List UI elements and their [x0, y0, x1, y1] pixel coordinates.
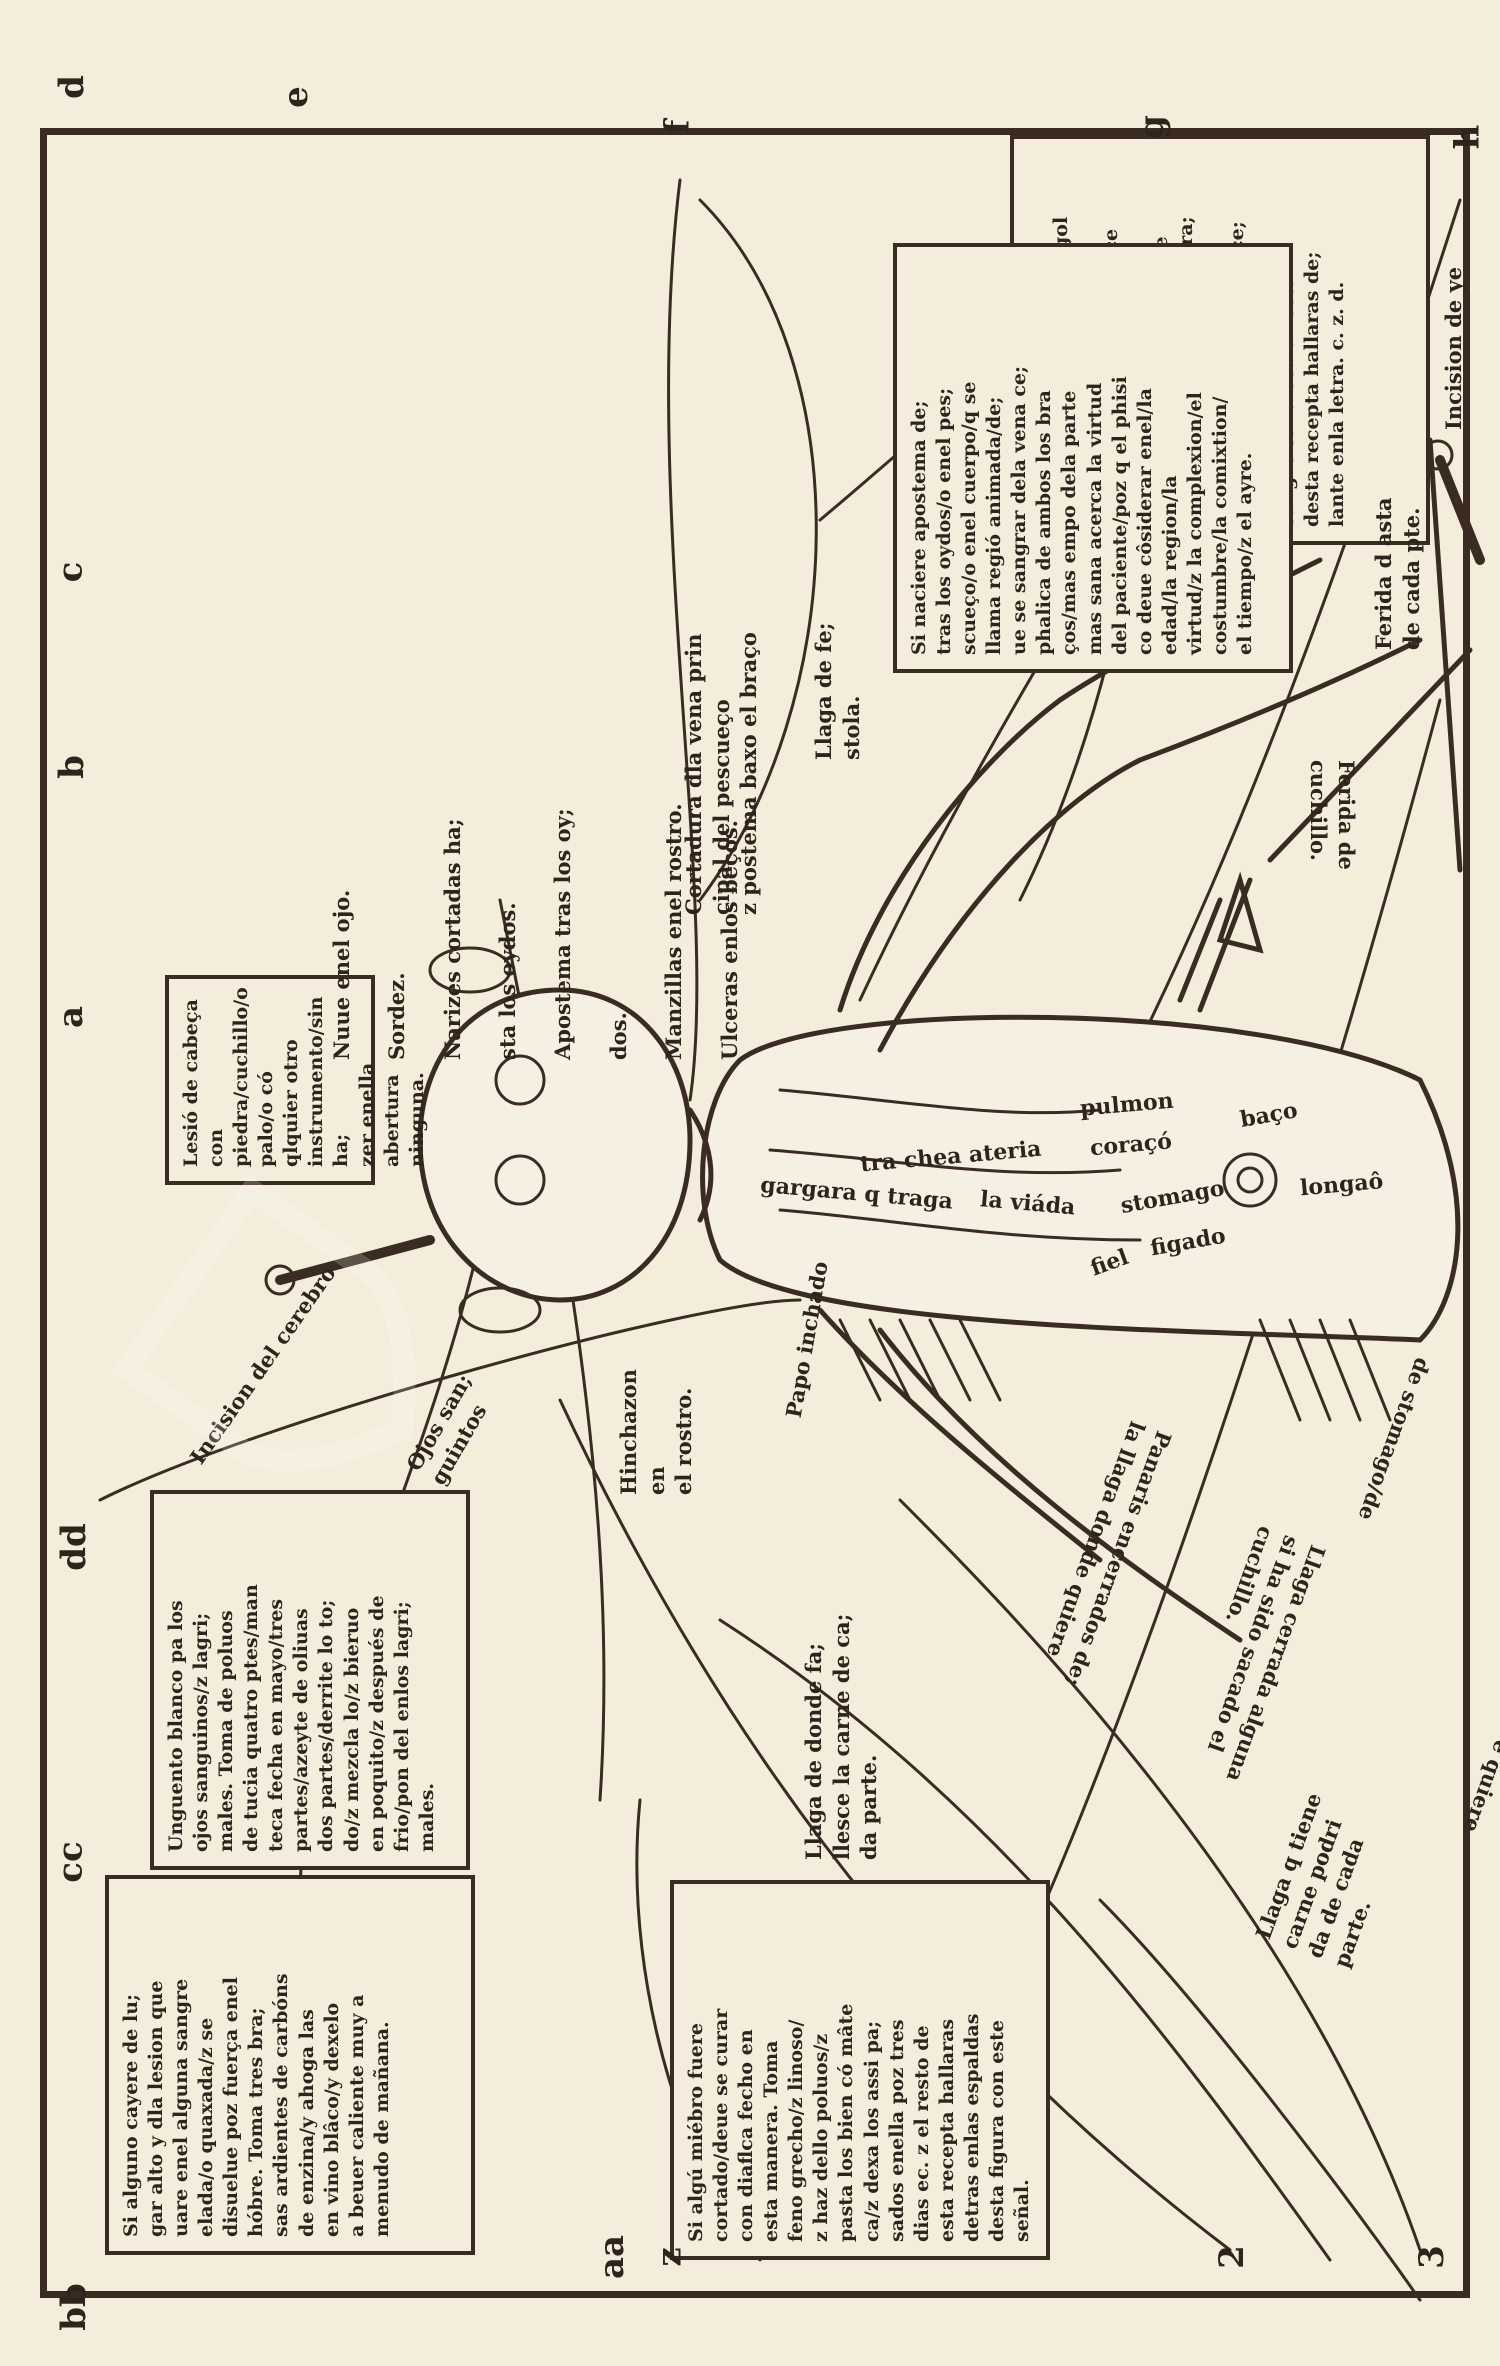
ref-letter-f: f	[657, 119, 698, 135]
ear	[428, 946, 512, 994]
text-box-caida: Si alguno cayere de lu; gar alto y dla l…	[105, 1875, 475, 2255]
ref-letter-g: g	[1131, 115, 1172, 139]
ailment-narizes-2: sta los oydos.	[495, 902, 521, 1060]
guide-line	[698, 198, 818, 902]
ref-letter-b: b	[51, 755, 92, 779]
label-herida-asta: Ferida d asta de cada pte.	[1371, 497, 1424, 651]
ref-letter-z: z	[649, 2247, 690, 2267]
page-border	[40, 128, 1470, 2298]
text-box-unguento: Unguento blanco pa los ojos sanguinos/z …	[150, 1490, 470, 1870]
guide-line	[558, 1398, 1232, 2252]
ref-letter-dd: dd	[53, 1523, 94, 1571]
ailment-narizes: Narizes cortadas ha;	[439, 818, 465, 1060]
label-incision-de: Incision de ye	[1441, 266, 1466, 430]
knife	[1216, 871, 1264, 954]
left-arm-lower	[877, 637, 1423, 1053]
lance	[1427, 437, 1463, 873]
dagger	[1177, 877, 1253, 1013]
ref-letter-h: h	[1447, 124, 1488, 150]
ailment-apostema-2: dos.	[605, 1012, 631, 1060]
label-face-ailments: Nuue enel ojo. Sordez. Narizes cortadas …	[300, 700, 742, 1060]
guide-line	[1098, 1898, 1422, 2302]
hatch	[838, 1318, 1002, 1402]
sword	[1267, 647, 1473, 863]
ref-letter-c: c	[50, 561, 91, 583]
ref-letter-cc: cc	[50, 1841, 91, 1883]
neck	[687, 1107, 714, 1223]
label-vena: Cortadura dla vena prin cipal del pescue…	[681, 632, 762, 915]
rib-line	[778, 1208, 1142, 1242]
spiral-inner	[1236, 1166, 1264, 1194]
ref-letter-3: 3	[1411, 2245, 1452, 2269]
rib-line	[768, 1148, 1122, 1175]
probe	[1435, 455, 1485, 565]
guide-line	[718, 1618, 1332, 2262]
instrument-handle	[264, 1264, 296, 1296]
guide-line	[898, 1498, 1422, 2252]
ref-letter-bb: bb	[53, 2283, 94, 2331]
rib-line	[778, 1088, 1102, 1115]
label-herida-cuchillo: Ferida de cuchillo.	[1306, 760, 1359, 870]
ref-letter-2: 2	[1211, 2245, 1252, 2269]
spiral	[1222, 1152, 1278, 1208]
text-box-miembro: Si algú miébro fuere cortado/deue se cur…	[670, 1880, 1050, 2260]
torso-outline	[700, 1014, 1461, 1343]
head-outline	[417, 987, 693, 1303]
ref-letter-e: e	[275, 86, 316, 108]
ref-letter-aa: aa	[592, 2234, 633, 2280]
guide-line	[98, 1298, 802, 1502]
label-llaga-fistola: Llaga de fe; stola.	[811, 622, 864, 760]
ref-letter-a: a	[51, 1005, 92, 1029]
label-hinchazon: Hinchazon en el rostro.	[616, 1369, 697, 1495]
eye	[494, 1054, 546, 1106]
right-arm-lower	[877, 1327, 1243, 1643]
ref-letter-d: d	[51, 75, 92, 99]
ailment-apostema: Apostema tras los oy;	[550, 808, 576, 1060]
eye	[494, 1154, 546, 1206]
text-box-apostema: Si naciere apostema de; tras los oydos/o…	[893, 243, 1293, 673]
ailment-nuue: Nuue enel ojo.	[328, 889, 354, 1060]
label-llaga-fallece: Llaga de donde fa; llesce la carne de ca…	[801, 1613, 882, 1860]
ear	[458, 1286, 542, 1334]
guide-line	[667, 178, 699, 1102]
hatch	[1258, 1318, 1392, 1422]
watermark-logo	[111, 1175, 416, 1472]
incision-instrument	[275, 1235, 435, 1285]
ailment-sordez: Sordez.	[384, 972, 410, 1060]
